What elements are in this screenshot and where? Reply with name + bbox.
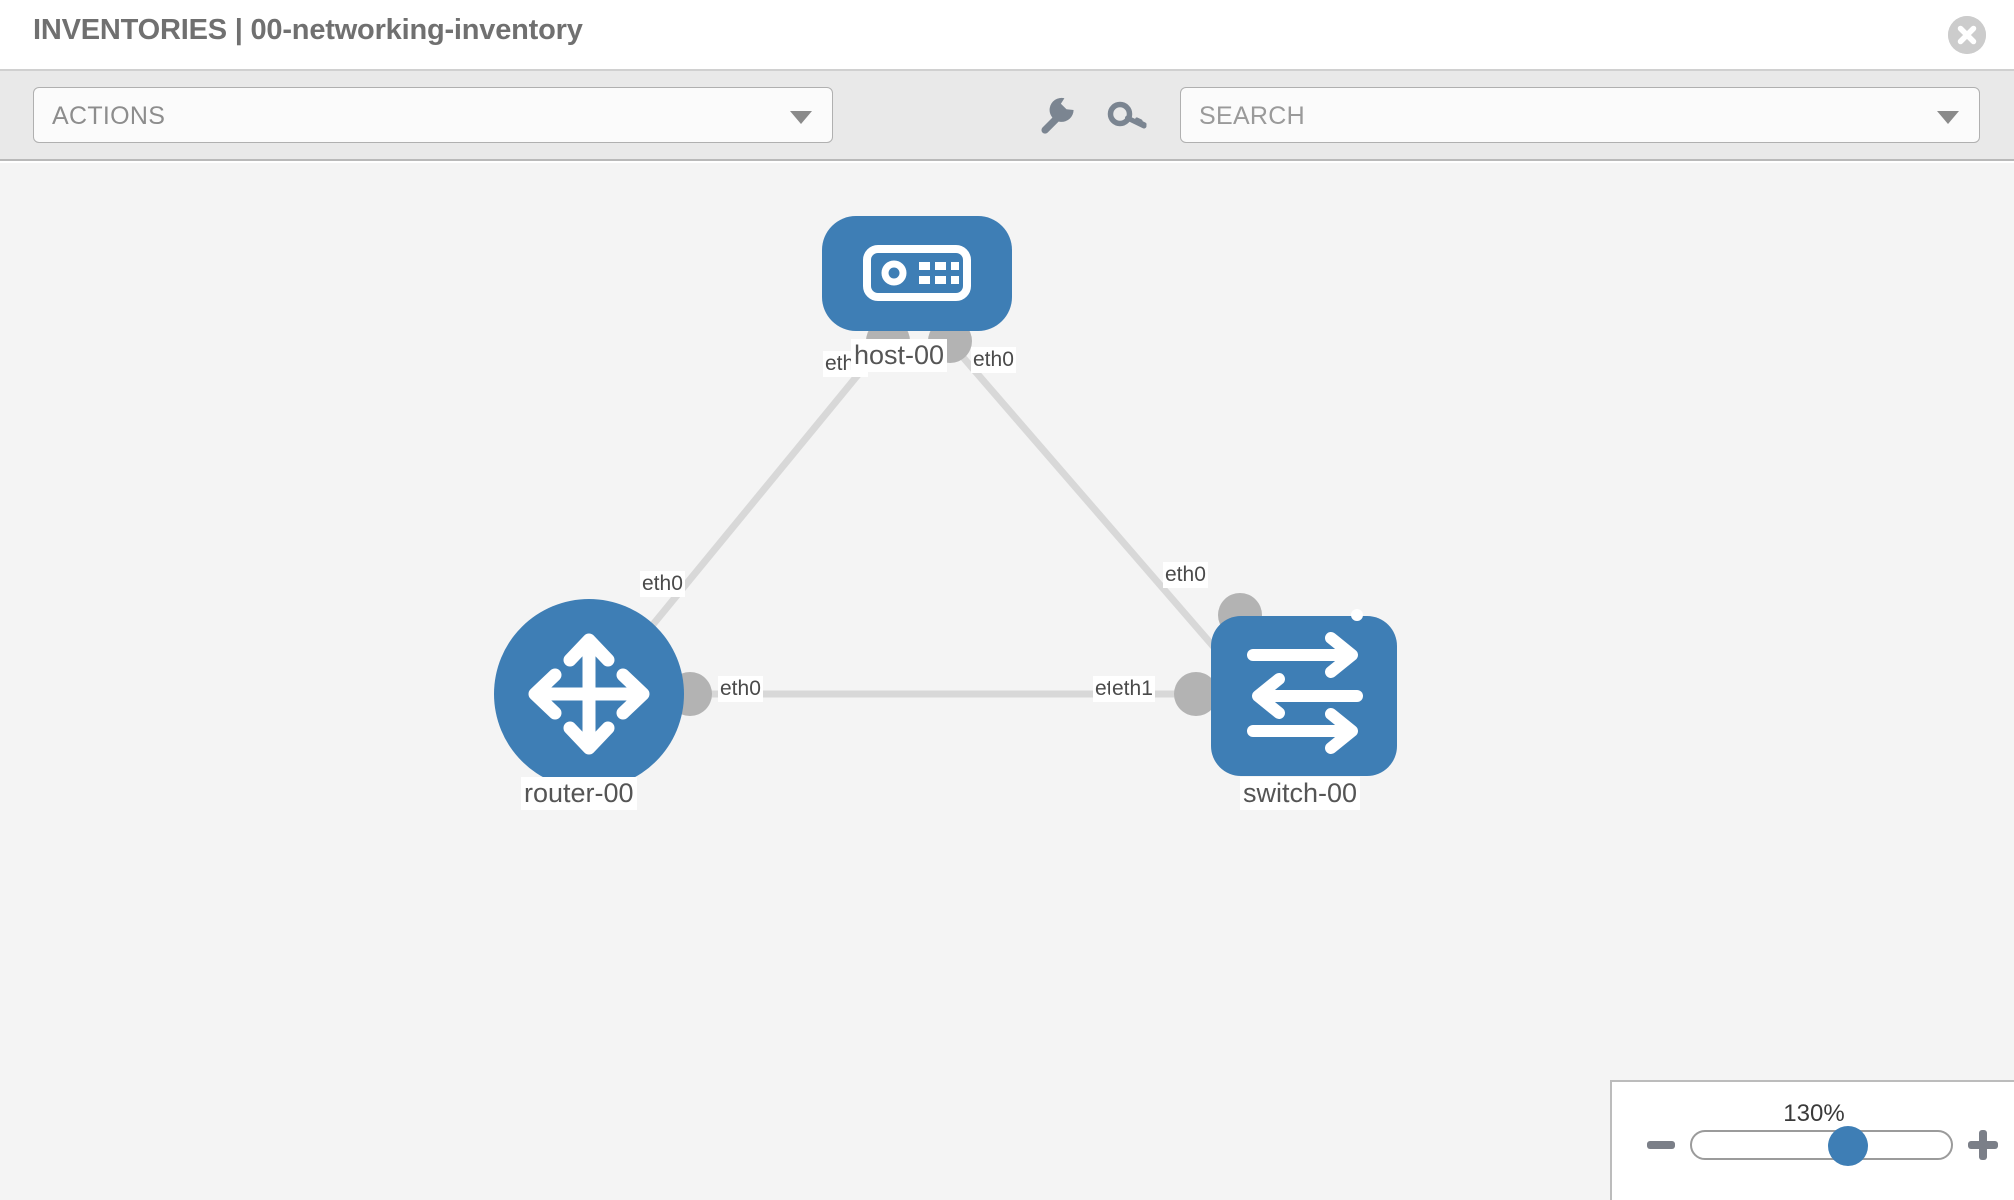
iface-label-router00-eth0: eth0 xyxy=(718,676,763,702)
node-label-router-00: router-00 xyxy=(521,777,637,810)
actions-dropdown[interactable]: ACTIONS xyxy=(33,87,833,143)
switch-arrows-icon xyxy=(1247,609,1363,754)
iface-label-host00-right: eth0 xyxy=(971,347,1016,373)
key-icon[interactable] xyxy=(1106,97,1150,137)
node-host-00 xyxy=(822,216,1012,331)
node-switch-00 xyxy=(1211,609,1397,776)
chevron-down-icon[interactable] xyxy=(1937,111,1959,124)
wrench-icon[interactable] xyxy=(1034,97,1078,137)
close-icon[interactable] xyxy=(1948,16,1986,54)
port-switch00-left xyxy=(1174,672,1218,716)
topology-edges xyxy=(602,345,1248,698)
toolbar: ACTIONS SEARCH xyxy=(0,71,2014,161)
node-label-switch-00: switch-00 xyxy=(1240,777,1361,810)
search-input[interactable]: SEARCH xyxy=(1180,87,1980,143)
chevron-down-icon xyxy=(790,111,812,124)
iface-label-switch00-eth1: eth1 xyxy=(1110,676,1155,702)
node-label-host-00: host-00 xyxy=(851,339,948,372)
page-header: INVENTORIES | 00-networking-inventory xyxy=(0,0,2014,71)
zoom-slider-thumb[interactable] xyxy=(1827,1126,1868,1166)
search-placeholder: SEARCH xyxy=(1199,102,1305,130)
zoom-level-value: 130% xyxy=(1783,1100,1845,1127)
server-icon xyxy=(863,245,971,301)
zoom-slider-track[interactable] xyxy=(1690,1126,1953,1166)
page-title: INVENTORIES | 00-networking-inventory xyxy=(33,14,583,46)
edge-host00-switch00 xyxy=(952,345,1248,686)
iface-label-switch00-uplink: eth0 xyxy=(1163,562,1208,588)
node-router-00 xyxy=(494,599,684,789)
router-arrows-icon xyxy=(528,633,650,755)
zoom-in-button[interactable] xyxy=(1968,1130,1998,1160)
actions-dropdown-label: ACTIONS xyxy=(52,102,166,130)
iface-label-router00-uplink: eth0 xyxy=(640,571,685,597)
topology-canvas[interactable]: eth0 eth0 eth0 eth0 eth0 eth0 eth1 host-… xyxy=(0,163,2014,1200)
topology-graph xyxy=(494,216,1397,789)
topology-ports xyxy=(668,319,1262,716)
zoom-out-button[interactable] xyxy=(1647,1141,1675,1149)
zoom-control: 130% xyxy=(1610,1080,2014,1200)
